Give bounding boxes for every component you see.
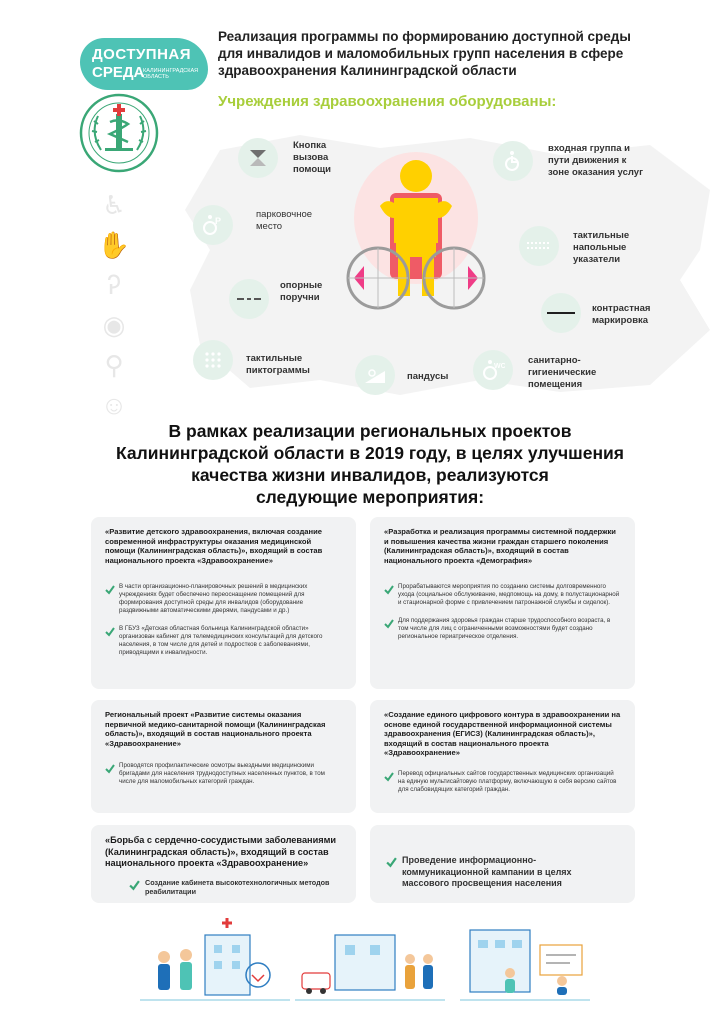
card-title: «Борьба с сердечно-сосудистыми заболеван… (105, 835, 337, 868)
card-item-text: Проведение информационно-коммуникационно… (402, 855, 572, 888)
project-card-children-health: «Развитие детского здравоохранения, вклю… (91, 517, 356, 689)
crutch-person-icon: ⚲ (104, 350, 124, 380)
title-line: здравоохранения Калининградской области (218, 63, 517, 78)
footer-illustrations (140, 918, 590, 1001)
feature-label-ramps: пандусы (407, 371, 449, 382)
wheelchair-icon: ♿ (102, 190, 126, 220)
logo-region: КАЛИНИНГРАДСКАЯ ОБЛАСТЬ (143, 68, 199, 80)
call-button-icon (238, 138, 278, 178)
ministry-emblem-icon (79, 93, 159, 173)
equipped-subtitle: Учреждения здравоохранения оборудованы: (218, 93, 557, 110)
card-item-text: Прорабатываются мероприятия по созданию … (398, 583, 620, 606)
title-line: Реализация программы по формированию дос… (218, 29, 631, 44)
project-card-older-generation: «Разработка и реализация программы систе… (370, 517, 635, 689)
feature-label-handrails: опорные поручни (280, 280, 323, 303)
feature-label-wc: санитарно-гигиенические помещения (528, 355, 597, 390)
wheelchair-user-figure (346, 152, 486, 310)
ramp-icon (355, 355, 395, 395)
project-card-digital-circuit: «Создание единого цифрового контура в зд… (370, 700, 635, 813)
page-title: Реализация программы по формированию дос… (218, 28, 688, 79)
feature-label-tactile-floor: тактильные напольные указатели (573, 230, 630, 265)
check-icon (384, 585, 394, 595)
projects-heading: В рамках реализации региональных проекто… (80, 420, 660, 508)
card-title: «Создание единого цифрового контура в зд… (384, 710, 621, 757)
card-item-text: В ГБУЗ «Детская областная больница Калин… (119, 625, 323, 656)
entrance-icon (493, 141, 533, 181)
contrast-marking-icon (541, 293, 581, 333)
card-item: В ГБУЗ «Детская областная больница Калин… (105, 625, 342, 657)
logo-accessible-environment: ДОСТУПНАЯ СРЕДА КАЛИНИНГРАДСКАЯ ОБЛАСТЬ (80, 38, 208, 90)
svg-text:P: P (215, 216, 221, 226)
project-card-cardiovascular: «Борьба с сердечно-сосудистыми заболеван… (91, 825, 356, 903)
svg-text:WC: WC (494, 363, 505, 370)
project-card-info-campaign: Проведение информационно-коммуникационно… (370, 825, 635, 903)
eye-icon: ◉ (102, 310, 126, 340)
head-profile-icon: ☺ (100, 390, 128, 420)
card-item-text: Для поддержания здоровья граждан старше … (398, 617, 611, 640)
title-line: для инвалидов и маломобильных групп насе… (218, 46, 624, 61)
heading-line: качества жизни инвалидов, реализуются (191, 465, 549, 485)
hearing-icon: Ꭾ (107, 270, 121, 300)
card-item: Создание кабинета высокотехнологичных ме… (127, 878, 342, 896)
hospital-scene-icon (140, 918, 290, 1001)
side-disability-icons: ♿ ✋ Ꭾ ◉ ⚲ ☺ (96, 188, 136, 428)
heading-line: следующие мероприятия: (255, 487, 485, 507)
card-item-text: Перевод официальных сайтов государственн… (398, 769, 617, 793)
card-item: Проведение информационно-коммуникационно… (384, 855, 621, 890)
feature-label-call-button: Кнопка вызова помощи (293, 140, 331, 175)
check-icon (105, 585, 115, 595)
wc-icon: WC (473, 350, 513, 390)
card-item: Перевод официальных сайтов государственн… (384, 770, 621, 794)
card-item-text: Проводятся профилактические осмотры выез… (119, 762, 325, 785)
handrails-icon (229, 279, 269, 319)
check-icon (384, 619, 394, 629)
card-title: «Разработка и реализация программы систе… (384, 527, 616, 565)
feature-label-tactile-pictograms: тактильные пиктограммы (246, 353, 310, 376)
heading-line: В рамках реализации региональных проекто… (168, 421, 572, 441)
feature-label-entrance: входная группа и пути движения к зоне ок… (548, 143, 644, 178)
check-icon (386, 857, 397, 868)
card-title: «Развитие детского здравоохранения, вклю… (105, 527, 323, 565)
check-icon (105, 764, 115, 774)
check-icon (129, 879, 140, 890)
check-icon (384, 771, 394, 782)
card-item-text: В части организационно-планировочных реш… (119, 583, 308, 614)
card-item-text: Создание кабинета высокотехнологичных ме… (145, 877, 330, 896)
parking-icon: P (193, 205, 233, 245)
hand-icon: ✋ (97, 230, 131, 260)
card-item: В части организационно-планировочных реш… (105, 583, 342, 615)
feature-label-contrast-marking: контрастная маркировка (592, 303, 651, 326)
feature-label-parking: парковочное место (256, 209, 313, 232)
project-card-primary-care: Региональный проект «Развитие системы ок… (91, 700, 356, 813)
tactile-floor-icon (519, 226, 559, 266)
card-item: Для поддержания здоровья граждан старше … (384, 617, 621, 641)
check-icon (105, 627, 115, 637)
tactile-pictogram-icon (193, 340, 233, 380)
card-title: Региональный проект «Развитие системы ок… (105, 710, 326, 748)
card-item: Прорабатываются мероприятия по созданию … (384, 583, 621, 607)
heading-line: Калининградской области в 2019 году, в ц… (116, 443, 624, 463)
logo-line1: ДОСТУПНАЯ (92, 46, 192, 63)
ambulance-scene-icon (295, 934, 445, 1001)
clinic-scene-icon (460, 929, 590, 1001)
logo-line2: СРЕДА (92, 64, 145, 81)
card-item: Проводятся профилактические осмотры выез… (105, 762, 342, 786)
